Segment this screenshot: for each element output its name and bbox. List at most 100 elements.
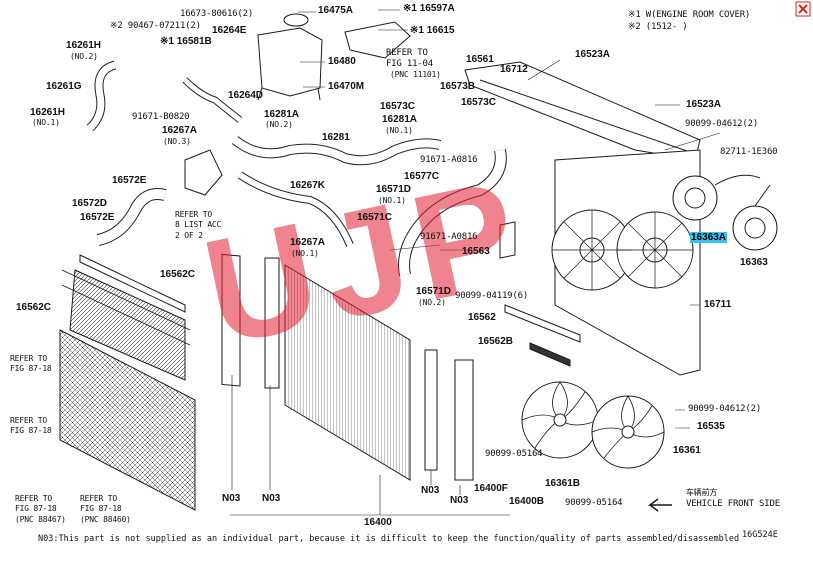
engine-room-cover <box>344 21 411 59</box>
refer-8-list-l2[interactable]: 8 LIST ACC <box>175 220 222 229</box>
footer-note: N03:This part is not supplied as an indi… <box>38 534 740 544</box>
label-n03-2: N03 <box>262 493 281 504</box>
label-90099-04119[interactable]: 90099-04119(6) <box>455 291 529 301</box>
label-16615[interactable]: ※1 16615 <box>410 25 455 36</box>
refer-87-18-a-l1[interactable]: REFER TO <box>10 354 47 363</box>
vehicle-front-label-en: VEHICLE FRONT SIDE <box>686 499 780 509</box>
fan-blade-2 <box>591 395 665 469</box>
label-16581b[interactable]: ※1 16581B <box>160 36 212 47</box>
label-16267a-no3[interactable]: 16267A <box>162 125 198 136</box>
refer-fig-11-04-l2[interactable]: FIG 11-04 <box>386 59 433 69</box>
diagram-code: 16G524E <box>742 530 778 540</box>
label-16571d-no1-sub: (NO.1) <box>378 196 406 205</box>
label-16561[interactable]: 16561 <box>466 54 494 65</box>
label-16363a[interactable]: 16363A <box>690 232 728 243</box>
label-16572d[interactable]: 16572D <box>72 198 108 209</box>
fan-blade-1 <box>521 381 599 459</box>
refer-87-18-c-l3: (PNC 88467) <box>15 515 66 524</box>
label-16267a-no3-sub: (NO.3) <box>163 137 191 146</box>
label-16475a[interactable]: 16475A <box>318 5 354 16</box>
label-90099-04612-a[interactable]: 90099-04612(2) <box>685 119 759 129</box>
label-16573c-1[interactable]: 16573C <box>380 101 416 112</box>
label-16281a-no2[interactable]: 16281A <box>264 109 300 120</box>
label-16562b[interactable]: 16562B <box>478 336 514 347</box>
water-outlet <box>184 149 223 196</box>
label-16363a-text[interactable]: 16363A <box>690 232 728 243</box>
label-16571d-no2-sub: (NO.2) <box>418 298 446 307</box>
label-16563[interactable]: 16563 <box>462 246 490 257</box>
label-16711[interactable]: 16711 <box>704 299 732 310</box>
vehicle-front-arrow <box>647 498 672 512</box>
label-16281a-no1-sub: (NO.1) <box>385 126 413 135</box>
label-16571d-no2[interactable]: 16571D <box>416 286 452 297</box>
label-16261h-no2[interactable]: 16261H <box>66 40 102 51</box>
label-16480[interactable]: 16480 <box>328 56 356 67</box>
refer-87-18-b-l1[interactable]: REFER TO <box>10 416 47 425</box>
seal-16562c <box>79 254 186 313</box>
label-16400f[interactable]: 16400F <box>474 483 508 494</box>
refer-8-list-l1[interactable]: REFER TO <box>175 210 212 219</box>
label-16281[interactable]: 16281 <box>322 132 350 143</box>
refer-87-18-d-l3: (PNC 88460) <box>80 515 131 524</box>
label-16712[interactable]: 16712 <box>500 64 528 75</box>
label-91671-a0816-1[interactable]: 91671-A0816 <box>420 155 478 165</box>
condenser <box>69 269 186 381</box>
label-91671-b0820[interactable]: 91671-B0820 <box>132 112 190 122</box>
label-91671-a0816-2[interactable]: 91671-A0816 <box>420 232 478 242</box>
label-n03-3: N03 <box>421 485 440 496</box>
label-16261g[interactable]: 16261G <box>46 81 82 92</box>
label-16573c-2[interactable]: 16573C <box>461 97 497 108</box>
label-90099-05164-a[interactable]: 90099-05164 <box>485 449 543 459</box>
radiator-tank-right <box>454 359 474 481</box>
label-16673[interactable]: 16673-80616(2) <box>180 9 254 19</box>
seal-16562b <box>529 342 571 367</box>
radiator-tank-left <box>221 253 241 387</box>
label-16281a-no1[interactable]: 16281A <box>382 114 418 125</box>
label-16267a-no1[interactable]: 16267A <box>290 237 326 248</box>
label-16267a-no1-sub: (NO.1) <box>291 249 319 258</box>
refer-87-18-d-l2[interactable]: FIG 87-18 <box>80 504 122 513</box>
refer-87-18-d-l1[interactable]: REFER TO <box>80 494 117 503</box>
label-90099-04612-b[interactable]: 90099-04612(2) <box>688 404 762 414</box>
vehicle-front-label-cn: 车辆前方 <box>686 488 718 497</box>
refer-8-list-l3: 2 OF 2 <box>175 231 203 240</box>
label-16470m[interactable]: 16470M <box>328 81 365 92</box>
close-icon[interactable] <box>795 1 811 17</box>
label-90467[interactable]: ※2 90467-07211(2) <box>110 21 201 31</box>
refer-87-18-a-l2[interactable]: FIG 87-18 <box>10 364 52 373</box>
label-16573b[interactable]: 16573B <box>440 81 476 92</box>
bracket-16563 <box>499 221 516 259</box>
refer-87-18-c-l2[interactable]: FIG 87-18 <box>15 504 57 513</box>
label-16361b[interactable]: 16361B <box>545 478 581 489</box>
label-16562c-1[interactable]: 16562C <box>160 269 196 280</box>
label-16597a[interactable]: ※1 16597A <box>403 3 455 14</box>
label-16572e-2[interactable]: 16572E <box>80 212 115 223</box>
refer-87-18-b-l2[interactable]: FIG 87-18 <box>10 426 52 435</box>
label-16523a-2[interactable]: 16523A <box>686 99 722 110</box>
label-16267k[interactable]: 16267K <box>290 180 326 191</box>
label-n03-1: N03 <box>222 493 241 504</box>
label-16523a-1[interactable]: 16523A <box>575 49 611 60</box>
label-16361[interactable]: 16361 <box>673 445 701 456</box>
label-16400b[interactable]: 16400B <box>509 496 545 507</box>
label-16562c-2[interactable]: 16562C <box>16 302 52 313</box>
label-82711-1e360[interactable]: 82711-1E360 <box>720 147 778 157</box>
refer-fig-11-04-l1[interactable]: REFER TO <box>386 48 428 58</box>
label-16571d-no1[interactable]: 16571D <box>376 184 412 195</box>
label-16577c[interactable]: 16577C <box>404 171 440 182</box>
label-16264e[interactable]: 16264E <box>212 25 247 36</box>
label-16261h-no1-sub: (NO.1) <box>32 118 60 127</box>
refer-87-18-c-l1[interactable]: REFER TO <box>15 494 52 503</box>
label-16400[interactable]: 16400 <box>364 517 392 528</box>
label-90099-05164-b[interactable]: 90099-05164 <box>565 498 623 508</box>
label-16572e-1[interactable]: 16572E <box>112 175 147 186</box>
label-16261h-no1[interactable]: 16261H <box>30 107 66 118</box>
label-16535[interactable]: 16535 <box>697 421 725 432</box>
label-16264d[interactable]: 16264D <box>228 90 264 101</box>
label-16562[interactable]: 16562 <box>468 312 496 323</box>
label-16571c[interactable]: 16571C <box>357 212 393 223</box>
label-16363[interactable]: 16363 <box>740 257 768 268</box>
label-16261h-no2-sub: (NO.2) <box>70 52 98 61</box>
